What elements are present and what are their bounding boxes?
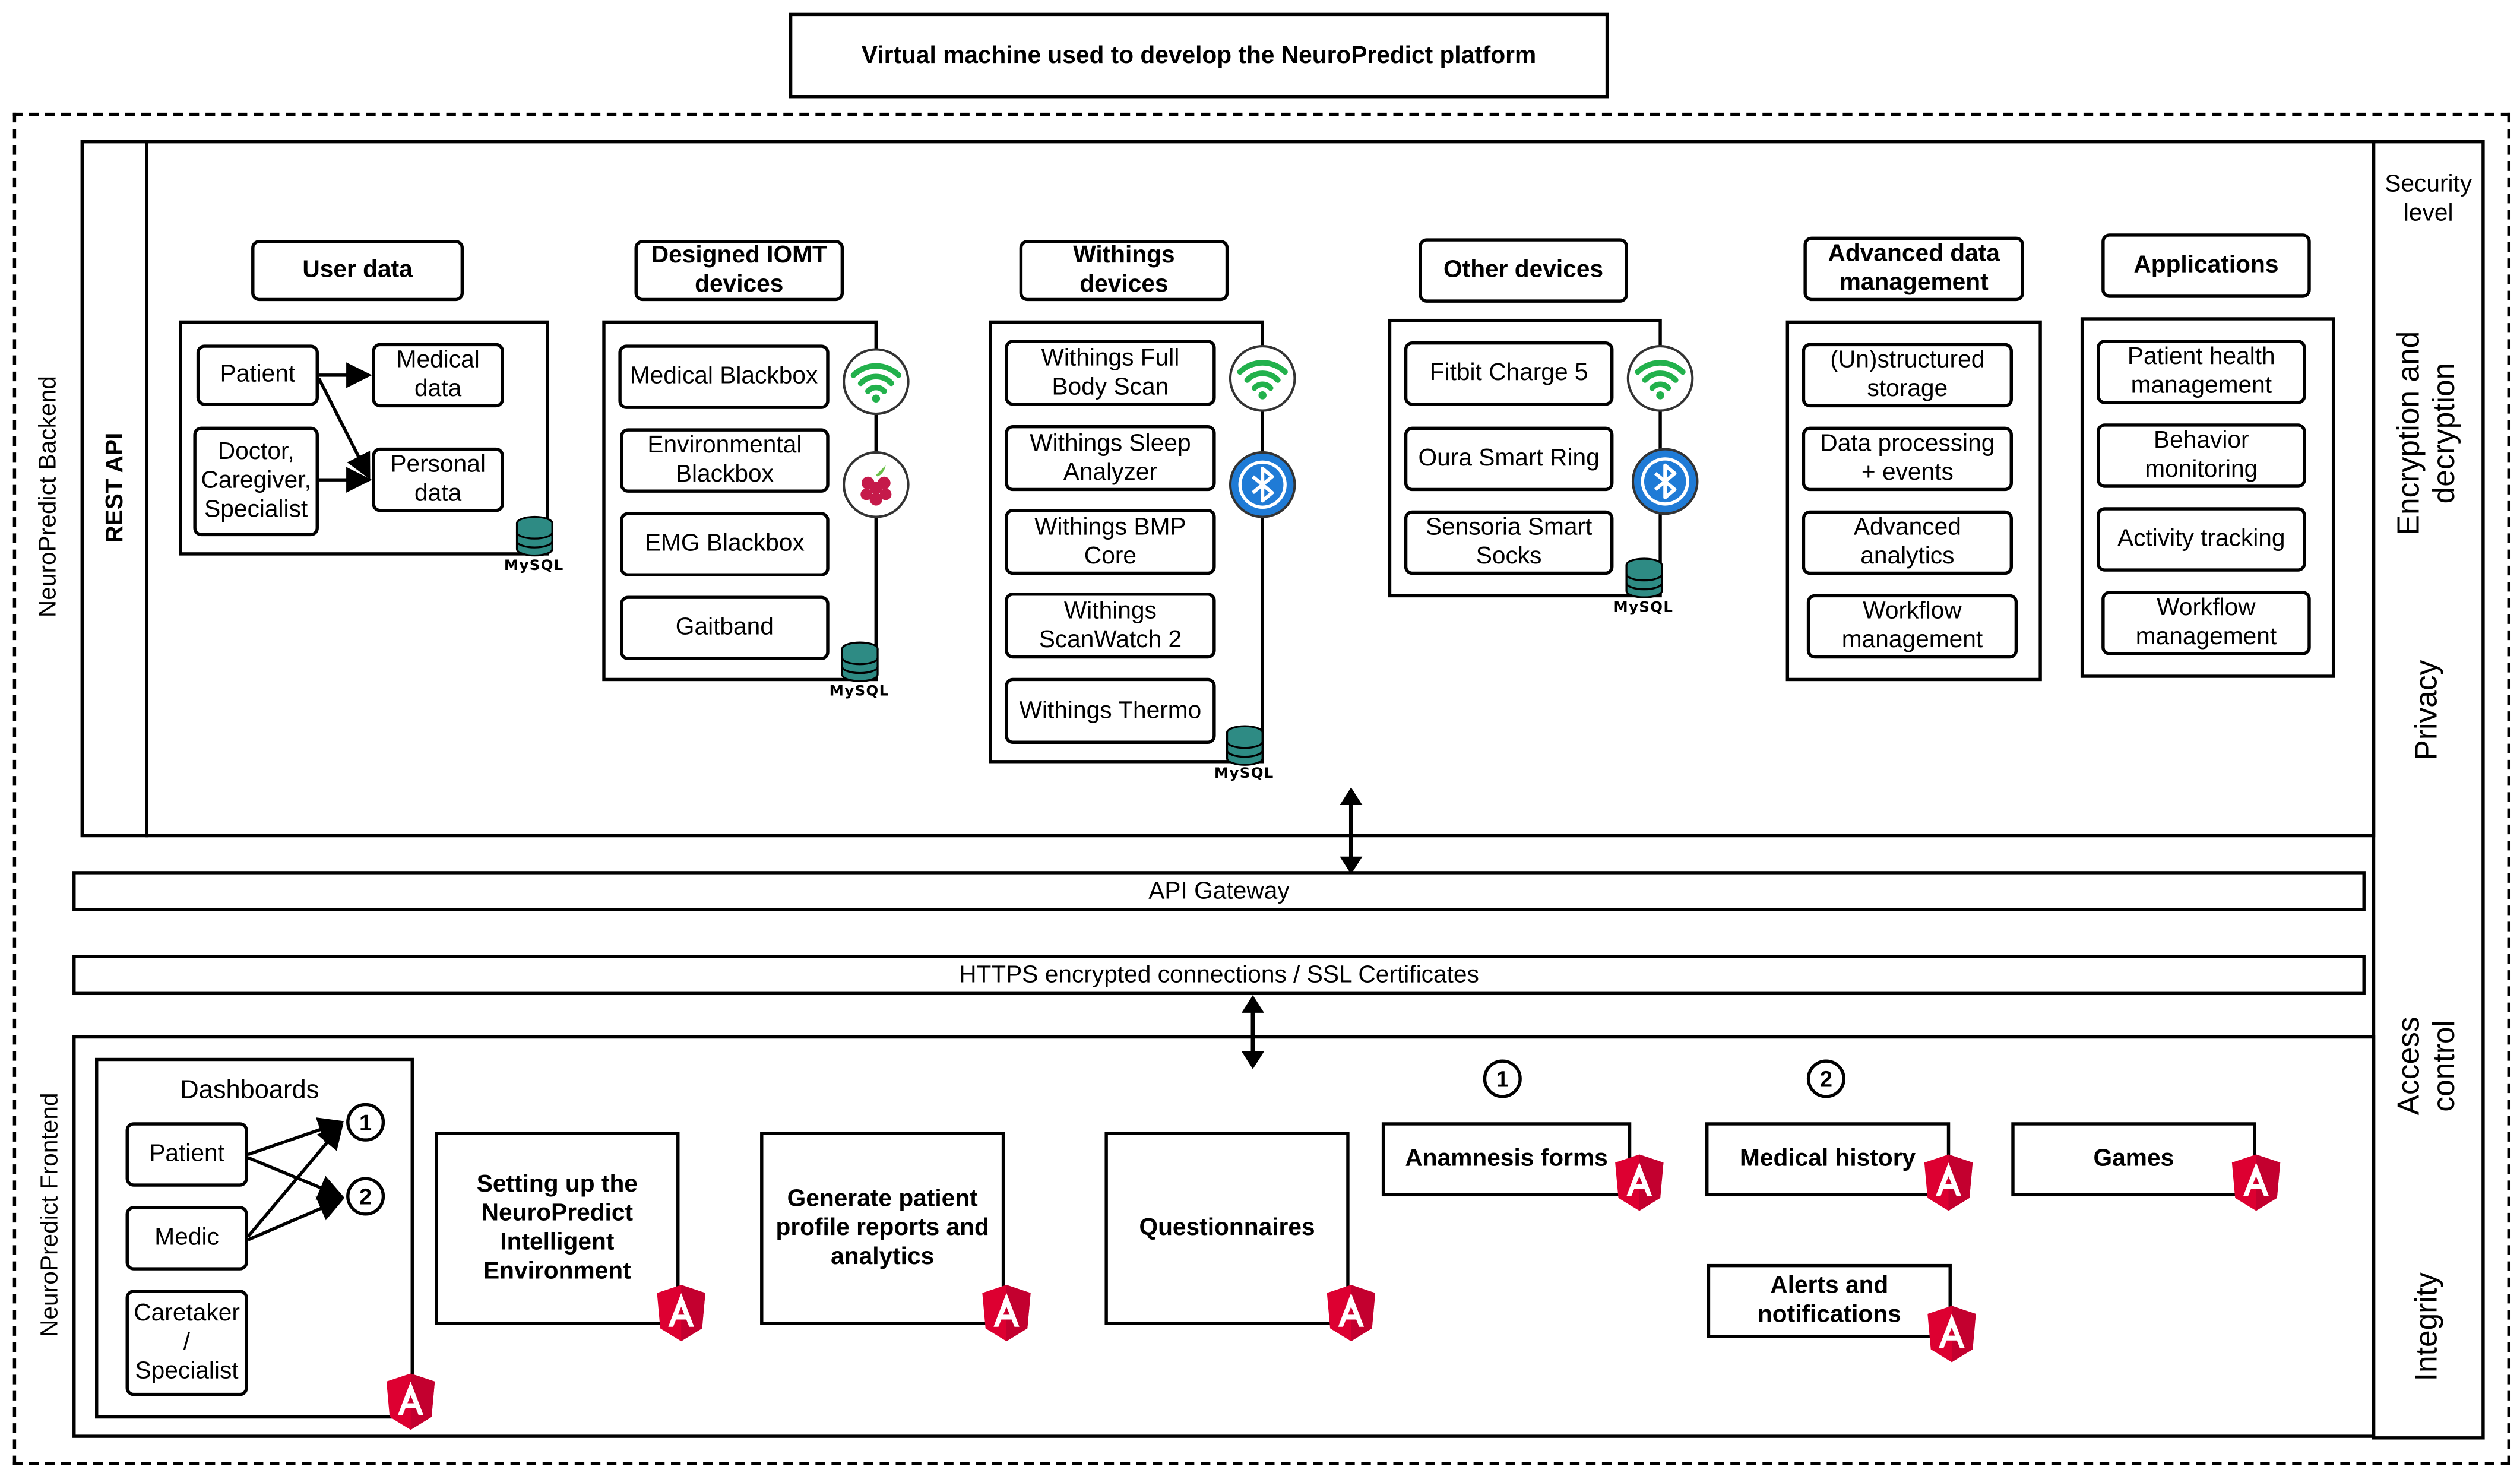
generate-reports-box: Generate patient profile reports and ana… [760, 1132, 1005, 1325]
dashboard-arrows [246, 1117, 345, 1241]
mysql-database-icon [841, 641, 879, 682]
advanced-processing: Data processing + events [1802, 426, 2013, 492]
withings-scanwatch-2: Withings ScanWatch 2 [1005, 593, 1216, 659]
app-workflow-management: Workflow management [2101, 591, 2311, 655]
dashboard-marker-2: 2 [346, 1177, 385, 1216]
virtual-machine-boundary [12, 112, 2511, 1465]
anamnesis-forms-box: Anamnesis forms [1381, 1122, 1632, 1197]
diagram-title-box: Virtual machine used to develop the Neur… [789, 12, 1609, 99]
other-devices-title: Other devices [1419, 238, 1628, 303]
withings-bmp-core: Withings BMP Core [1005, 508, 1216, 575]
games-box: Games [2011, 1122, 2256, 1197]
questionnaires-box: Questionnaires [1104, 1132, 1350, 1325]
dashboard-medic: Medic [125, 1206, 248, 1271]
app-patient-health: Patient health management [2097, 340, 2306, 404]
alerts-notifications-box: Alerts and notifications [1707, 1263, 1952, 1338]
https-bar: HTTPS encrypted connections / SSL Certif… [72, 955, 2366, 996]
security-integrity: Integrity [2410, 1272, 2445, 1382]
backend-label: NeuroPredict Backend [34, 376, 62, 618]
angular-icon [2231, 1154, 2281, 1211]
medical-history-marker: 2 [1806, 1059, 1845, 1098]
withings-full-body-scan: Withings Full Body Scan [1005, 340, 1216, 406]
other-fitbit-charge-5: Fitbit Charge 5 [1404, 341, 1614, 406]
security-access-control: Access control [2393, 1016, 2462, 1116]
rest-api-label: REST API [101, 432, 129, 543]
bluetooth-icon [1631, 448, 1699, 515]
bluetooth-icon [1229, 451, 1296, 518]
mysql-database-icon [1625, 557, 1663, 598]
advanced-workflow: Workflow management [1806, 594, 2018, 659]
wifi-icon [843, 348, 910, 416]
withings-thermo: Withings Thermo [1005, 677, 1216, 744]
iomt-medical-blackbox: Medical Blackbox [618, 344, 830, 409]
advanced-storage: (Un)structured storage [1802, 343, 2013, 408]
mysql-database-icon [515, 515, 553, 557]
frontend-label: NeuroPredict Frontend [36, 1092, 64, 1337]
applications-title: Applications [2101, 233, 2311, 298]
angular-icon [1615, 1154, 1664, 1211]
raspberry-pi-icon [843, 451, 910, 518]
backend-gateway-arrow [1340, 787, 1363, 875]
user-data-title: User data [251, 240, 464, 302]
wifi-icon [1626, 345, 1694, 412]
mysql-label: MySQL [1214, 766, 1274, 783]
user-patient: Patient [196, 344, 319, 406]
withings-sleep-analyzer: Withings Sleep Analyzer [1005, 425, 1216, 492]
user-personal-data: Personal data [372, 447, 504, 512]
dashboards-title: Dashboards [180, 1077, 319, 1105]
security-column [2372, 140, 2485, 1440]
mysql-database-icon [1226, 725, 1264, 766]
advanced-analytics: Advanced analytics [1802, 510, 2013, 575]
app-activity-tracking: Activity tracking [2097, 507, 2306, 572]
dashboard-caretaker-specialist: Caretaker / Specialist [125, 1290, 248, 1396]
angular-icon [1327, 1285, 1376, 1342]
app-behavior-monitoring: Behavior monitoring [2097, 423, 2306, 488]
security-privacy: Privacy [2410, 660, 2445, 761]
dashboard-patient: Patient [125, 1122, 248, 1187]
angular-icon [982, 1285, 1031, 1342]
other-oura-smart-ring: Oura Smart Ring [1404, 426, 1614, 492]
user-data-arrows [317, 362, 372, 493]
security-encryption: Encryption and decryption [2393, 331, 2462, 536]
diagram-title: Virtual machine used to develop the Neur… [861, 41, 1537, 69]
user-doctor-caregiver-specialist: Doctor, Caregiver, Specialist [193, 426, 319, 537]
api-gateway-label: API Gateway [1148, 876, 1290, 904]
angular-icon [657, 1285, 705, 1342]
angular-icon [1924, 1154, 1973, 1211]
api-gateway-bar: API Gateway [72, 871, 2366, 911]
advanced-data-title: Advanced data management [1803, 236, 2024, 302]
rest-api-divider [145, 140, 148, 838]
angular-icon [386, 1373, 435, 1430]
setup-environment-box: Setting up the NeuroPredict Intelligent … [435, 1132, 680, 1325]
wifi-icon [1229, 345, 1296, 412]
medical-history-box: Medical history [1705, 1122, 1951, 1197]
withings-title: Withings devices [1019, 240, 1229, 302]
https-label: HTTPS encrypted connections / SSL Certif… [959, 960, 1479, 988]
anamnesis-marker: 1 [1483, 1059, 1522, 1098]
mysql-label: MySQL [504, 559, 564, 575]
iomt-emg-blackbox: EMG Blackbox [620, 512, 830, 576]
mysql-label: MySQL [829, 684, 889, 701]
angular-icon [1927, 1306, 1976, 1363]
iomt-environmental-blackbox: Environmental Blackbox [620, 428, 830, 493]
user-medical-data: Medical data [372, 343, 504, 408]
other-sensoria-smart-socks: Sensoria Smart Socks [1404, 510, 1614, 575]
iomt-title: Designed IOMT devices [634, 240, 844, 302]
dashboard-marker-1: 1 [346, 1103, 385, 1142]
mysql-label: MySQL [1613, 600, 1674, 617]
security-level-label: Security level [2385, 170, 2472, 227]
iomt-gaitband: Gaitband [620, 595, 830, 660]
frontend-gateway-arrow [1241, 995, 1264, 1069]
